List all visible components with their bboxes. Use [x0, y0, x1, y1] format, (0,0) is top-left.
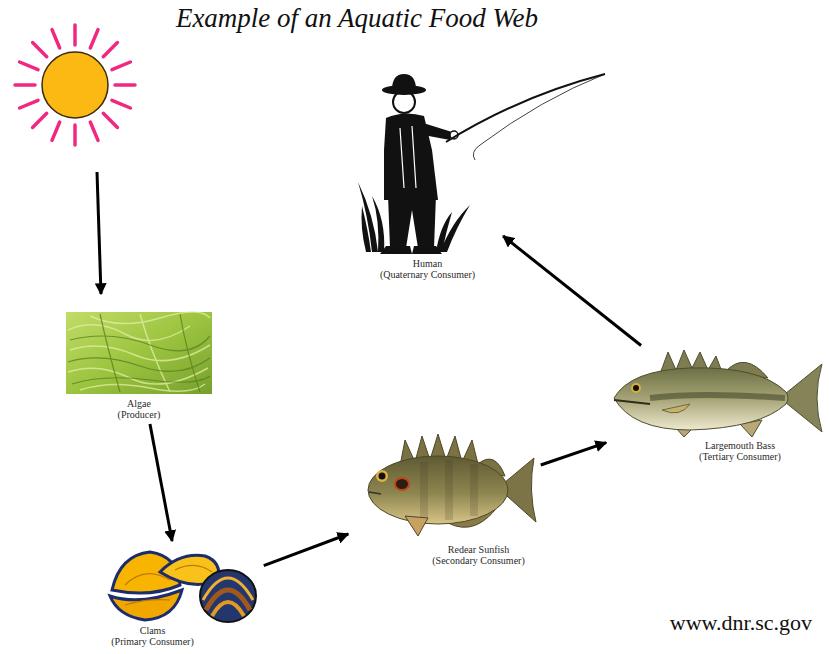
clam-shell: [110, 590, 182, 620]
sun-ray: [20, 100, 38, 108]
algae-strands: [68, 314, 210, 392]
sun-ray: [73, 125, 77, 145]
sun-ray: [52, 122, 60, 140]
connectors: [150, 236, 641, 566]
sun-ray: [112, 62, 130, 70]
algae-strand: [100, 314, 120, 392]
trophic-level: (Producer): [118, 409, 161, 420]
sun-disc: [42, 52, 108, 118]
energy-arrow: [264, 534, 349, 566]
sun-ray: [20, 62, 38, 70]
sun-ray: [52, 30, 60, 48]
sun-ray: [33, 43, 47, 57]
sunlight-arrow: [97, 172, 101, 294]
sunfish-body: [368, 456, 508, 524]
shell-stripe: [212, 602, 244, 616]
trophic-level: (Primary Consumer): [111, 636, 194, 647]
diagram-title: Example of an Aquatic Food Web: [0, 3, 714, 34]
sun-ray: [90, 122, 98, 140]
organism-name: Human: [413, 258, 442, 269]
trophic-level: (Secondary Consumer): [432, 555, 524, 566]
grass-blade: [358, 182, 378, 252]
algae-strand: [180, 314, 200, 392]
fish-fin: [405, 516, 428, 536]
energy-arrow: [503, 236, 641, 345]
trophic-level: (Tertiary Consumer): [699, 451, 781, 462]
fish-eye: [631, 383, 641, 393]
sun-ray: [103, 113, 117, 127]
organism-name: Largemouth Bass: [705, 440, 775, 451]
sun-ray: [15, 83, 35, 87]
sun-ray: [112, 100, 130, 108]
organism-node: Clams(Primary Consumer): [105, 545, 260, 647]
sun-rays: [15, 25, 135, 145]
fish-eye: [376, 470, 388, 482]
sun-ray: [33, 113, 47, 127]
sun-ray: [90, 30, 98, 48]
coat-detail: [400, 126, 416, 188]
shell-ridge: [125, 600, 170, 605]
fishing-line: [473, 74, 605, 160]
shell-ridges: [125, 565, 212, 605]
grass-blade: [372, 196, 384, 252]
algae-strand: [68, 325, 190, 341]
organism-node: Redear Sunfish(Secondary Consumer): [352, 430, 537, 566]
grass-blade: [436, 212, 452, 252]
algae-strand: [70, 336, 210, 351]
fish-bar: [445, 460, 453, 520]
fish-bar: [420, 462, 428, 518]
angler-boot: [380, 246, 412, 254]
organism-name: Algae: [127, 398, 151, 409]
algae-strand: [72, 376, 210, 384]
fish-mouth: [369, 492, 381, 494]
sun-ray: [73, 25, 77, 45]
shell-ridge: [125, 574, 170, 585]
clam-shell: [200, 570, 256, 622]
algae-strand: [68, 358, 210, 372]
shell-ridge: [175, 565, 212, 572]
organism-node: Human(Quaternary Consumer): [355, 72, 500, 280]
energy-arrow: [541, 443, 606, 465]
source-url: www.dnr.sc.gov: [560, 610, 812, 636]
fish-bar: [470, 464, 478, 516]
fish-fin: [662, 404, 690, 413]
organism-name: Clams: [140, 625, 166, 636]
organism-node: Algae(Producer): [66, 312, 212, 420]
sun-ray: [103, 43, 117, 57]
fish-pupil: [633, 385, 639, 391]
angler-boot: [412, 246, 442, 254]
bass-body: [614, 368, 788, 430]
angler-arm: [418, 122, 452, 140]
fish-pupil: [379, 473, 386, 480]
algae-strands: [68, 312, 210, 392]
grass-blade: [362, 206, 372, 252]
algae-strand: [90, 312, 210, 324]
algae-picture: [66, 312, 212, 394]
trophic-level: (Quaternary Consumer): [380, 269, 475, 280]
organism-node: Largemouth Bass(Tertiary Consumer): [610, 348, 822, 462]
hat-crown: [392, 74, 416, 90]
organism-name: Redear Sunfish: [448, 544, 509, 555]
energy-arrow: [150, 424, 172, 541]
sun-ray: [115, 83, 135, 87]
fish-mouth: [614, 400, 650, 404]
angler-legs: [388, 195, 436, 248]
algae-strand: [80, 384, 205, 391]
lateral-band: [650, 395, 785, 398]
gill-spot: [395, 478, 409, 490]
fish-bars: [420, 460, 478, 520]
